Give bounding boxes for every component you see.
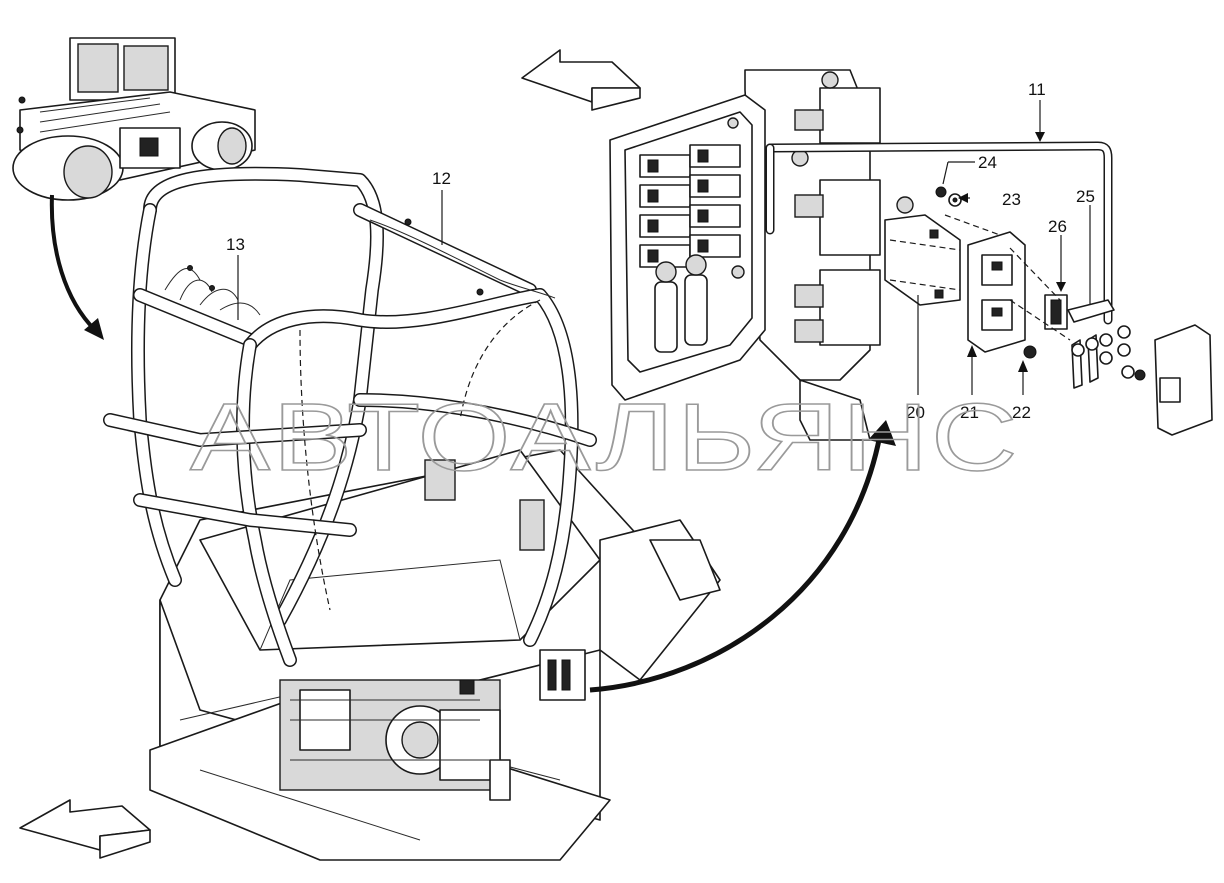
callout-11: 11 bbox=[1028, 80, 1046, 99]
callout-26: 26 bbox=[1048, 217, 1067, 236]
roller-compactor-icon bbox=[12, 37, 256, 201]
callout-22: 22 bbox=[1012, 403, 1031, 422]
engine-assembly bbox=[279, 649, 586, 801]
callout-labels: 11 12 13 20 21 22 23 24 25 26 bbox=[226, 80, 1095, 422]
pointer-arrow-left bbox=[49, 194, 104, 340]
callout-13: 13 bbox=[226, 235, 245, 254]
callout-21: 21 bbox=[960, 403, 979, 422]
pointer-arrow-right bbox=[589, 420, 896, 693]
callout-24: 24 bbox=[978, 153, 997, 172]
callout-12: 12 bbox=[432, 169, 451, 188]
direction-arrow-icon bbox=[19, 49, 641, 859]
callout-25: 25 bbox=[1076, 187, 1095, 206]
callout-20: 20 bbox=[906, 403, 925, 422]
cab-frame bbox=[103, 166, 721, 861]
electrical-panel bbox=[609, 69, 1213, 441]
callout-leaders bbox=[237, 100, 1091, 395]
watermark: АВТОАЛЬЯНС bbox=[190, 384, 1020, 491]
callout-23: 23 bbox=[1002, 190, 1021, 209]
